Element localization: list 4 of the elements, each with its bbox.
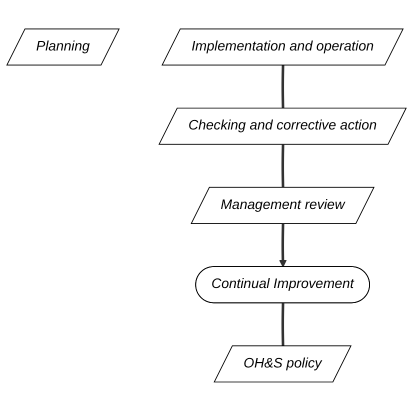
connector xyxy=(281,144,284,188)
connector xyxy=(281,302,284,346)
arrow xyxy=(279,223,287,267)
connector xyxy=(281,65,284,108)
